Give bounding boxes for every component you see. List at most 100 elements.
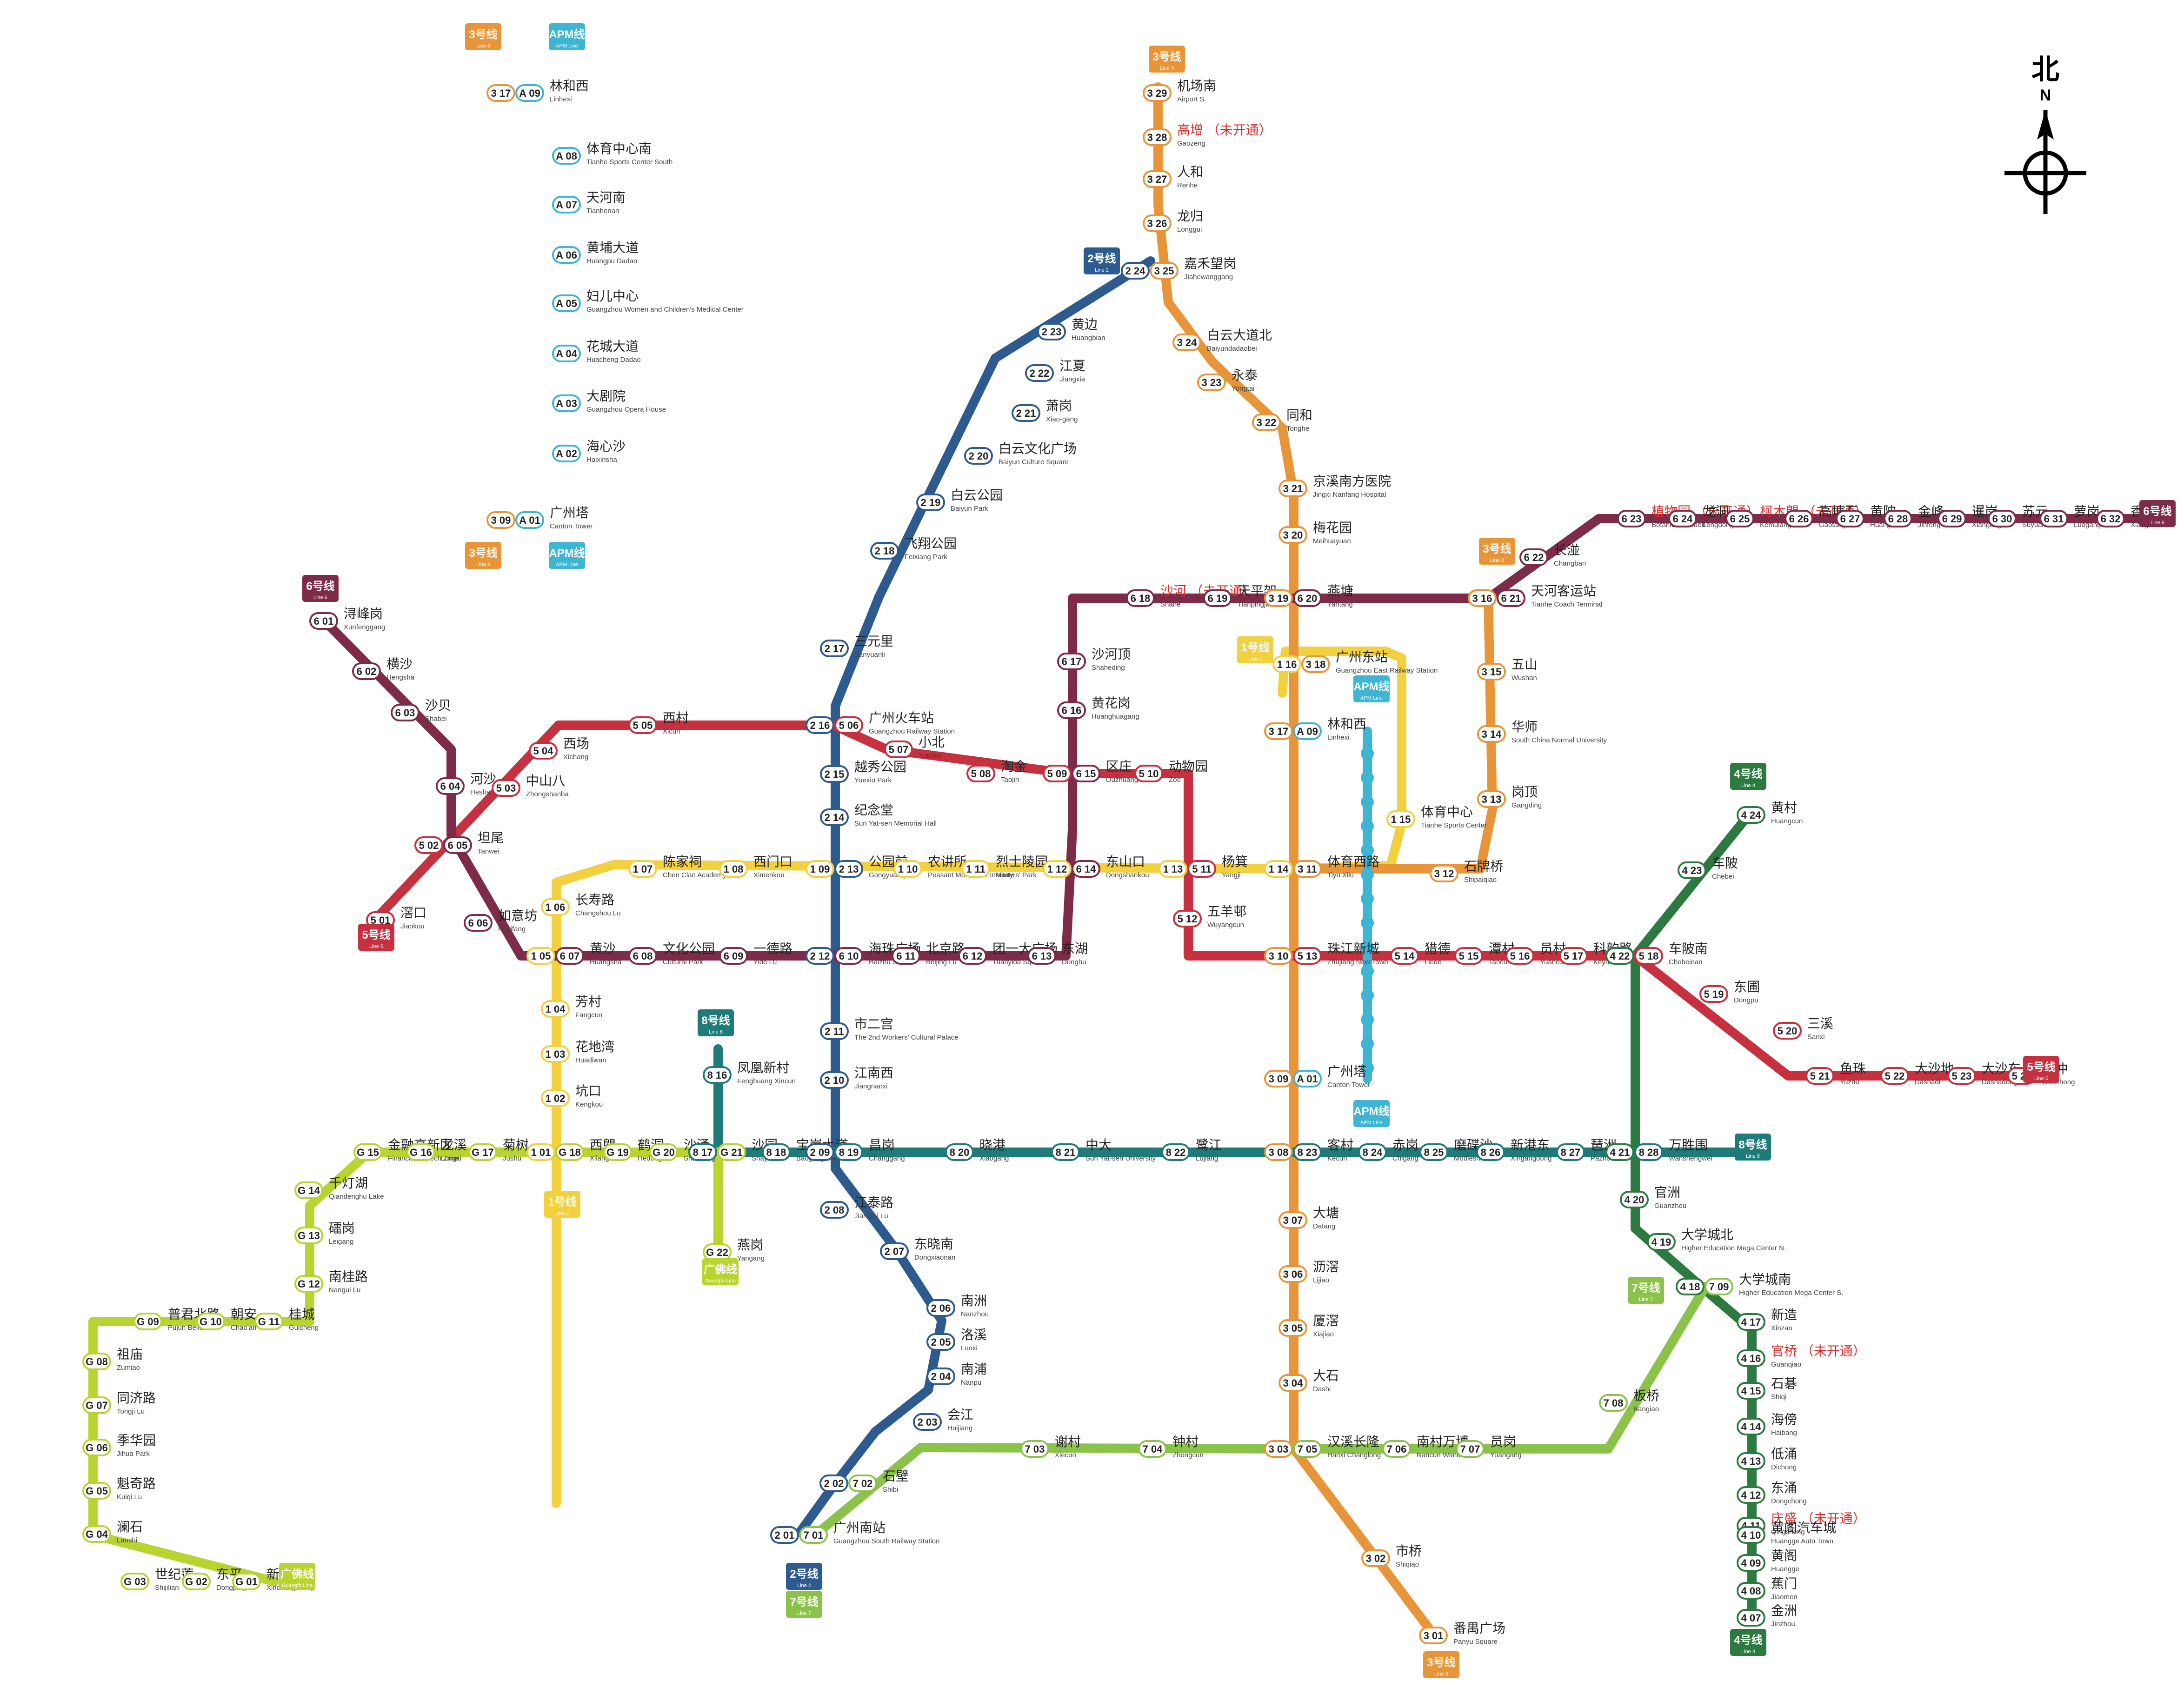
station-12[interactable]: 3 26	[1143, 214, 1172, 232]
station-66[interactable]: 6 25	[1725, 510, 1754, 527]
station-145[interactable]: 4 13	[1737, 1452, 1765, 1470]
station-161[interactable]: G 11	[254, 1313, 283, 1330]
station-23[interactable]: 2 21	[1012, 404, 1040, 422]
station-54[interactable]: 6 12	[958, 947, 987, 965]
station-4[interactable]: A 05	[552, 294, 581, 312]
station-105[interactable]: 1 15	[1386, 810, 1415, 828]
station-107[interactable]: 3 12	[1430, 865, 1458, 882]
station-149[interactable]: 4 09	[1737, 1554, 1765, 1572]
station-151[interactable]: 4 07	[1737, 1609, 1765, 1627]
station-116[interactable]: 3 04	[1278, 1374, 1307, 1392]
station-98[interactable]: 1 04	[541, 1000, 570, 1018]
station-41[interactable]: 2 03	[913, 1413, 942, 1431]
station-38[interactable]: 2 06	[926, 1299, 955, 1317]
station-27[interactable]: 2 17	[820, 640, 849, 657]
station-155[interactable]: G 19	[603, 1143, 632, 1161]
station-135[interactable]: 8 27	[1556, 1143, 1585, 1161]
station-123[interactable]: 7 07	[1456, 1440, 1485, 1458]
station-102[interactable]: 1 10	[893, 860, 922, 878]
station-146[interactable]: 4 12	[1737, 1486, 1765, 1504]
station-84[interactable]: 5 14	[1390, 947, 1419, 965]
station-9[interactable]: 3 29	[1143, 84, 1172, 102]
station-78[interactable]: 5 07	[884, 741, 913, 758]
station-124[interactable]: 7 08	[1599, 1394, 1628, 1412]
station-11[interactable]: 3 27	[1143, 170, 1172, 188]
station-76[interactable]: 5 04	[529, 742, 558, 760]
station-70[interactable]: 6 29	[1938, 510, 1966, 527]
station-164[interactable]: G 08	[82, 1353, 111, 1370]
station-87[interactable]: 5 17	[1559, 947, 1588, 965]
station-163[interactable]: G 09	[133, 1313, 162, 1330]
station-114[interactable]: 3 06	[1278, 1265, 1307, 1283]
station-143[interactable]: 4 15	[1737, 1382, 1765, 1400]
station-168[interactable]: G 04	[82, 1525, 111, 1543]
station-44[interactable]: 6 01	[309, 612, 338, 630]
station-10[interactable]: 3 28	[1143, 128, 1172, 146]
station-115[interactable]: 3 05	[1278, 1319, 1307, 1337]
station-132[interactable]: 8 24	[1358, 1143, 1387, 1161]
station-110[interactable]: 3 15	[1477, 663, 1506, 681]
station-1[interactable]: A 08	[552, 147, 581, 165]
station-158[interactable]: G 14	[294, 1181, 323, 1199]
station-6[interactable]: A 03	[552, 394, 581, 412]
station-92[interactable]: 5 22	[1880, 1067, 1909, 1085]
station-160[interactable]: G 12	[294, 1275, 323, 1293]
station-171[interactable]: G 01	[232, 1573, 261, 1590]
station-109[interactable]: 3 14	[1477, 725, 1506, 743]
station-5[interactable]: A 04	[552, 345, 581, 362]
station-153[interactable]: G 16	[406, 1143, 435, 1161]
station-85[interactable]: 5 15	[1454, 947, 1483, 965]
station-63[interactable]: 6 22	[1519, 548, 1548, 566]
station-15[interactable]: 3 23	[1197, 374, 1226, 391]
station-162[interactable]: G 10	[196, 1313, 225, 1330]
station-3[interactable]: A 06	[552, 246, 581, 264]
station-49[interactable]: 6 06	[464, 914, 493, 932]
station-86[interactable]: 5 16	[1505, 947, 1534, 965]
station-40[interactable]: 2 04	[926, 1368, 955, 1385]
station-148[interactable]: 4 10	[1737, 1526, 1765, 1544]
station-156[interactable]: G 20	[649, 1143, 678, 1161]
station-22[interactable]: 2 22	[1025, 364, 1054, 382]
station-122[interactable]: 7 06	[1382, 1440, 1411, 1458]
station-45[interactable]: 6 02	[352, 662, 381, 680]
station-69[interactable]: 6 28	[1884, 510, 1912, 527]
station-157[interactable]: G 22	[703, 1243, 732, 1261]
station-119[interactable]: 3 01	[1419, 1627, 1448, 1644]
station-55[interactable]: 6 13	[1027, 947, 1056, 965]
station-170[interactable]: G 02	[182, 1573, 211, 1590]
station-99[interactable]: 1 06	[541, 898, 570, 916]
station-139[interactable]: 4 20	[1620, 1191, 1649, 1208]
station-51[interactable]: 6 08	[628, 947, 657, 965]
station-39[interactable]: 2 05	[926, 1333, 955, 1351]
station-128[interactable]: 8 18	[762, 1143, 791, 1161]
station-59[interactable]: 6 17	[1057, 653, 1086, 670]
station-18[interactable]: 3 20	[1278, 526, 1307, 544]
station-140[interactable]: 4 19	[1647, 1233, 1676, 1251]
station-101[interactable]: 1 08	[719, 860, 748, 878]
station-47[interactable]: 6 04	[436, 777, 465, 795]
station-152[interactable]: G 15	[353, 1143, 382, 1161]
station-58[interactable]: 6 16	[1057, 701, 1086, 719]
station-91[interactable]: 5 21	[1805, 1067, 1834, 1085]
station-118[interactable]: 3 02	[1361, 1549, 1390, 1567]
station-142[interactable]: 4 16	[1737, 1349, 1765, 1367]
station-17[interactable]: 3 21	[1278, 480, 1307, 497]
station-80[interactable]: 5 10	[1134, 765, 1163, 782]
station-129[interactable]: 8 20	[945, 1143, 974, 1161]
station-96[interactable]: 1 02	[541, 1089, 570, 1107]
